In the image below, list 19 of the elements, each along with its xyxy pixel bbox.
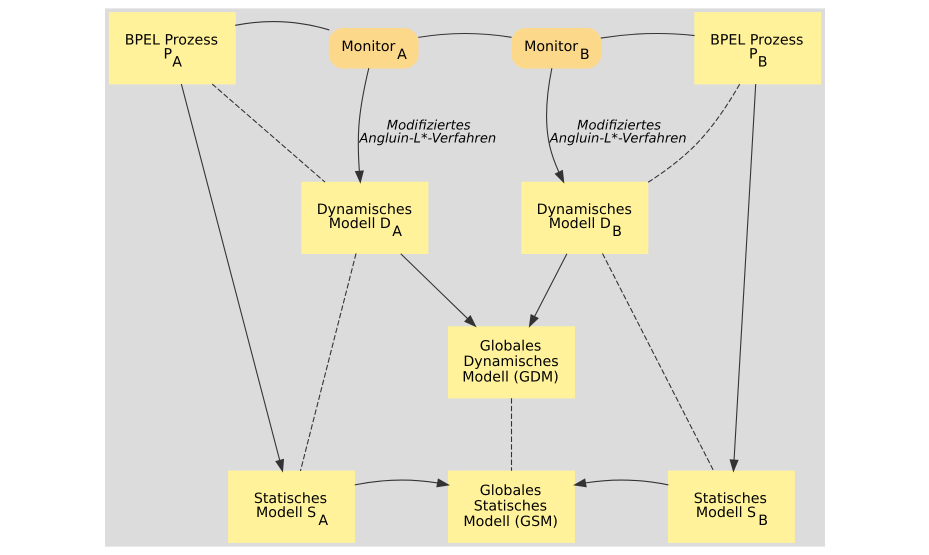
arrow: [546, 68, 564, 184]
node-box: Globales Dynamisches Modell (GDM): [448, 326, 574, 398]
arrow: [572, 478, 668, 488]
connector: [234, 21, 329, 30]
edge-label: Modifiziertes Angluin-L*-Verfahren: [549, 118, 686, 146]
connector: [510, 398, 512, 471]
arrow: [180, 84, 284, 473]
arrow: [528, 254, 567, 328]
connector: [600, 32, 694, 39]
connector: [299, 253, 356, 472]
connector: [647, 84, 740, 183]
connector: [602, 253, 714, 472]
connector: [211, 84, 325, 183]
arrow: [354, 68, 369, 184]
connector: [418, 32, 512, 38]
arrow: [729, 84, 756, 473]
node-box: Globales Statisches Modell (GSM): [448, 470, 574, 543]
arrow: [400, 253, 476, 328]
arrow: [354, 478, 450, 488]
